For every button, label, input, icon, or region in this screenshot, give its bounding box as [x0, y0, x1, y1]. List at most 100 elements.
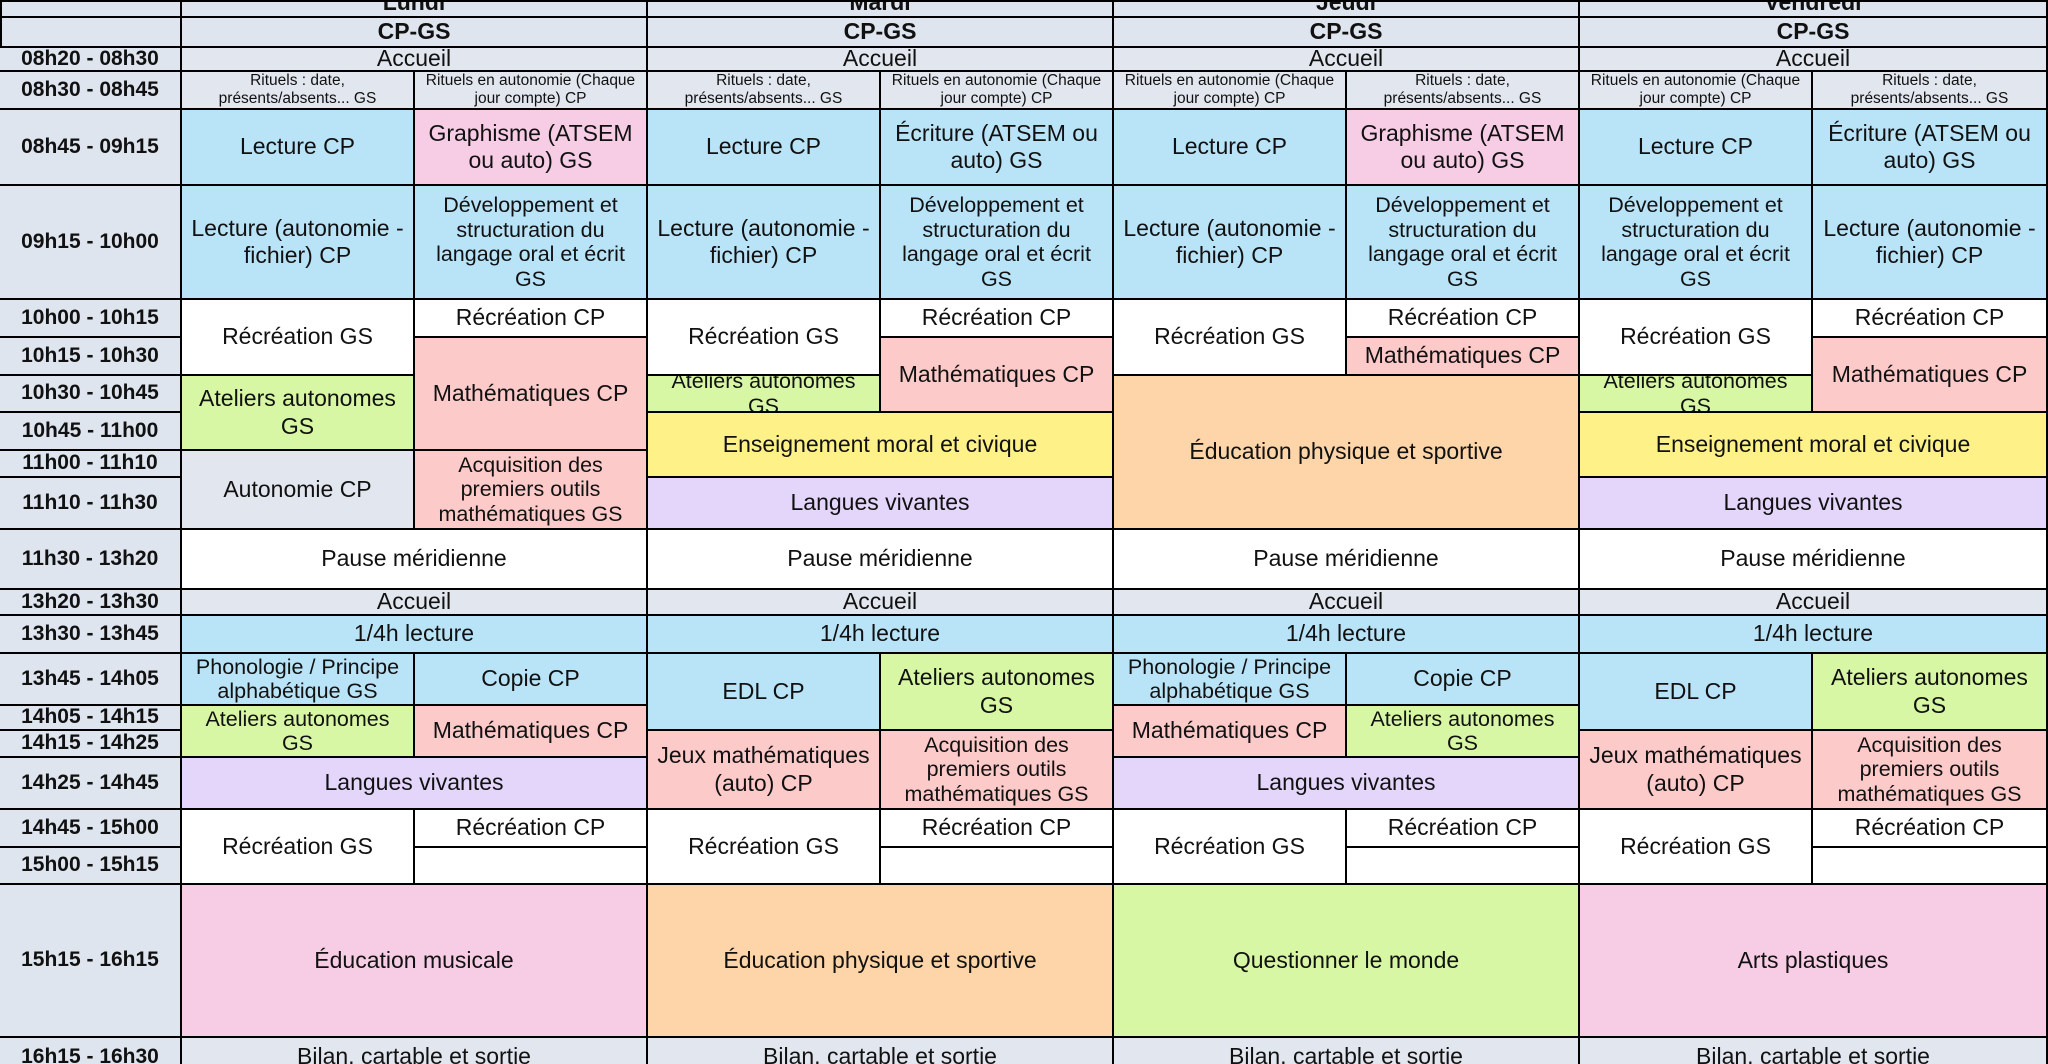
activity-cell: Acquisition des premiers outils mathémat…: [881, 731, 1114, 810]
activity-cell: Ateliers autonomes GS: [182, 376, 415, 451]
activity-cell: Accueil: [1580, 590, 2048, 616]
time-slot-label: 13h30 - 13h45: [0, 616, 182, 654]
activity-cell: Lecture (autonomie - fichier) CP: [648, 186, 881, 300]
activity-cell: Ateliers autonomes GS: [1580, 376, 1813, 413]
time-slot-label: 08h30 - 08h45: [0, 72, 182, 110]
time-slot-label: 11h00 - 11h10: [0, 451, 182, 478]
activity-cell: 1/4h lecture: [182, 616, 648, 654]
activity-cell: Bilan, cartable et sortie: [1114, 1038, 1580, 1064]
time-slot-label: 10h00 - 10h15: [0, 300, 182, 338]
activity-cell: Graphisme (ATSEM ou auto) GS: [415, 110, 648, 186]
activity-cell: Rituels en autonomie (Chaque jour compte…: [881, 72, 1114, 110]
empty-cell: [415, 848, 648, 885]
time-slot-label: 16h15 - 16h30: [0, 1038, 182, 1064]
corner-cell-day: [0, 0, 182, 18]
time-slot-label: 14h25 - 14h45: [0, 758, 182, 810]
day-header-jeudi: Jeudi: [1114, 0, 1580, 18]
activity-cell: Éducation physique et sportive: [648, 885, 1114, 1038]
activity-cell: Récréation GS: [1580, 810, 1813, 885]
time-slot-label: 08h45 - 09h15: [0, 110, 182, 186]
activity-cell: Langues vivantes: [1580, 478, 2048, 530]
activity-cell: Ateliers autonomes GS: [1813, 654, 2048, 731]
activity-cell: Jeux mathématiques (auto) CP: [1580, 731, 1813, 810]
activity-cell: Phonologie / Principe alphabétique GS: [182, 654, 415, 706]
activity-cell: Phonologie / Principe alphabétique GS: [1114, 654, 1347, 706]
day-header-mardi: Mardi: [648, 0, 1114, 18]
activity-cell: Développement et structuration du langag…: [881, 186, 1114, 300]
activity-cell: Bilan, cartable et sortie: [648, 1038, 1114, 1064]
time-slot-label: 15h00 - 15h15: [0, 848, 182, 885]
activity-cell: Accueil: [182, 48, 648, 72]
activity-cell: Rituels en autonomie (Chaque jour compte…: [415, 72, 648, 110]
activity-cell: Pause méridienne: [182, 530, 648, 590]
activity-cell: 1/4h lecture: [648, 616, 1114, 654]
time-slot-label: 13h20 - 13h30: [0, 590, 182, 616]
activity-cell: Enseignement moral et civique: [1580, 413, 2048, 478]
activity-cell: Copie CP: [415, 654, 648, 706]
empty-cell: [881, 848, 1114, 885]
empty-cell: [1347, 848, 1580, 885]
time-slot-label: 13h45 - 14h05: [0, 654, 182, 706]
top-border: [0, 0, 2048, 2]
empty-cell: [1813, 848, 2048, 885]
activity-cell: Récréation CP: [881, 810, 1114, 848]
activity-cell: Bilan, cartable et sortie: [1580, 1038, 2048, 1064]
activity-cell: EDL CP: [1580, 654, 1813, 731]
class-header-lundi: CP-GS: [182, 18, 648, 48]
activity-cell: Mathématiques CP: [1347, 338, 1580, 376]
activity-cell: Acquisition des premiers outils mathémat…: [415, 451, 648, 530]
activity-cell: Récréation GS: [1580, 300, 1813, 376]
time-slot-label: 15h15 - 16h15: [0, 885, 182, 1038]
time-slot-label: 10h30 - 10h45: [0, 376, 182, 413]
activity-cell: Accueil: [182, 590, 648, 616]
time-slot-label: 10h15 - 10h30: [0, 338, 182, 376]
activity-cell: Pause méridienne: [1114, 530, 1580, 590]
activity-cell: Récréation CP: [1813, 300, 2048, 338]
time-slot-label: 10h45 - 11h00: [0, 413, 182, 451]
activity-cell: Jeux mathématiques (auto) CP: [648, 731, 881, 810]
activity-cell: Accueil: [1580, 48, 2048, 72]
activity-cell: Rituels : date, présents/absents... GS: [1813, 72, 2048, 110]
time-slot-label: 11h30 - 13h20: [0, 530, 182, 590]
activity-cell: Mathématiques CP: [415, 338, 648, 451]
activity-cell: Développement et structuration du langag…: [1580, 186, 1813, 300]
activity-cell: Pause méridienne: [1580, 530, 2048, 590]
time-slot-label: 11h10 - 11h30: [0, 478, 182, 530]
activity-cell: Récréation GS: [648, 810, 881, 885]
activity-cell: Acquisition des premiers outils mathémat…: [1813, 731, 2048, 810]
activity-cell: Récréation CP: [415, 300, 648, 338]
activity-cell: Accueil: [648, 48, 1114, 72]
activity-cell: Langues vivantes: [648, 478, 1114, 530]
class-header-vendredi: CP-GS: [1580, 18, 2048, 48]
class-header-mardi: CP-GS: [648, 18, 1114, 48]
activity-cell: Rituels : date, présents/absents... GS: [1347, 72, 1580, 110]
activity-cell: Accueil: [1114, 590, 1580, 616]
day-header-vendredi: Vendredi: [1580, 0, 2048, 18]
activity-cell: Accueil: [648, 590, 1114, 616]
activity-cell: Autonomie CP: [182, 451, 415, 530]
activity-cell: Récréation CP: [1347, 810, 1580, 848]
activity-cell: Lecture CP: [1114, 110, 1347, 186]
activity-cell: 1/4h lecture: [1580, 616, 2048, 654]
corner-cell-class: [0, 18, 182, 48]
activity-cell: Rituels : date, présents/absents... GS: [182, 72, 415, 110]
activity-cell: Développement et structuration du langag…: [415, 186, 648, 300]
activity-cell: Lecture CP: [648, 110, 881, 186]
activity-cell: Récréation CP: [1813, 810, 2048, 848]
activity-cell: Récréation GS: [1114, 300, 1347, 376]
activity-cell: Récréation CP: [1347, 300, 1580, 338]
time-slot-label: 09h15 - 10h00: [0, 186, 182, 300]
activity-cell: Copie CP: [1347, 654, 1580, 706]
activity-cell: Langues vivantes: [182, 758, 648, 810]
activity-cell: Ateliers autonomes GS: [881, 654, 1114, 731]
activity-cell: Récréation CP: [415, 810, 648, 848]
activity-cell: Récréation GS: [648, 300, 881, 376]
day-header-lundi: Lundi: [182, 0, 648, 18]
activity-cell: Mathématiques CP: [881, 338, 1114, 413]
activity-cell: Mathématiques CP: [1114, 706, 1347, 758]
activity-cell: Ateliers autonomes GS: [648, 376, 881, 413]
activity-cell: Lecture (autonomie - fichier) CP: [1114, 186, 1347, 300]
class-header-jeudi: CP-GS: [1114, 18, 1580, 48]
activity-cell: Récréation GS: [1114, 810, 1347, 885]
